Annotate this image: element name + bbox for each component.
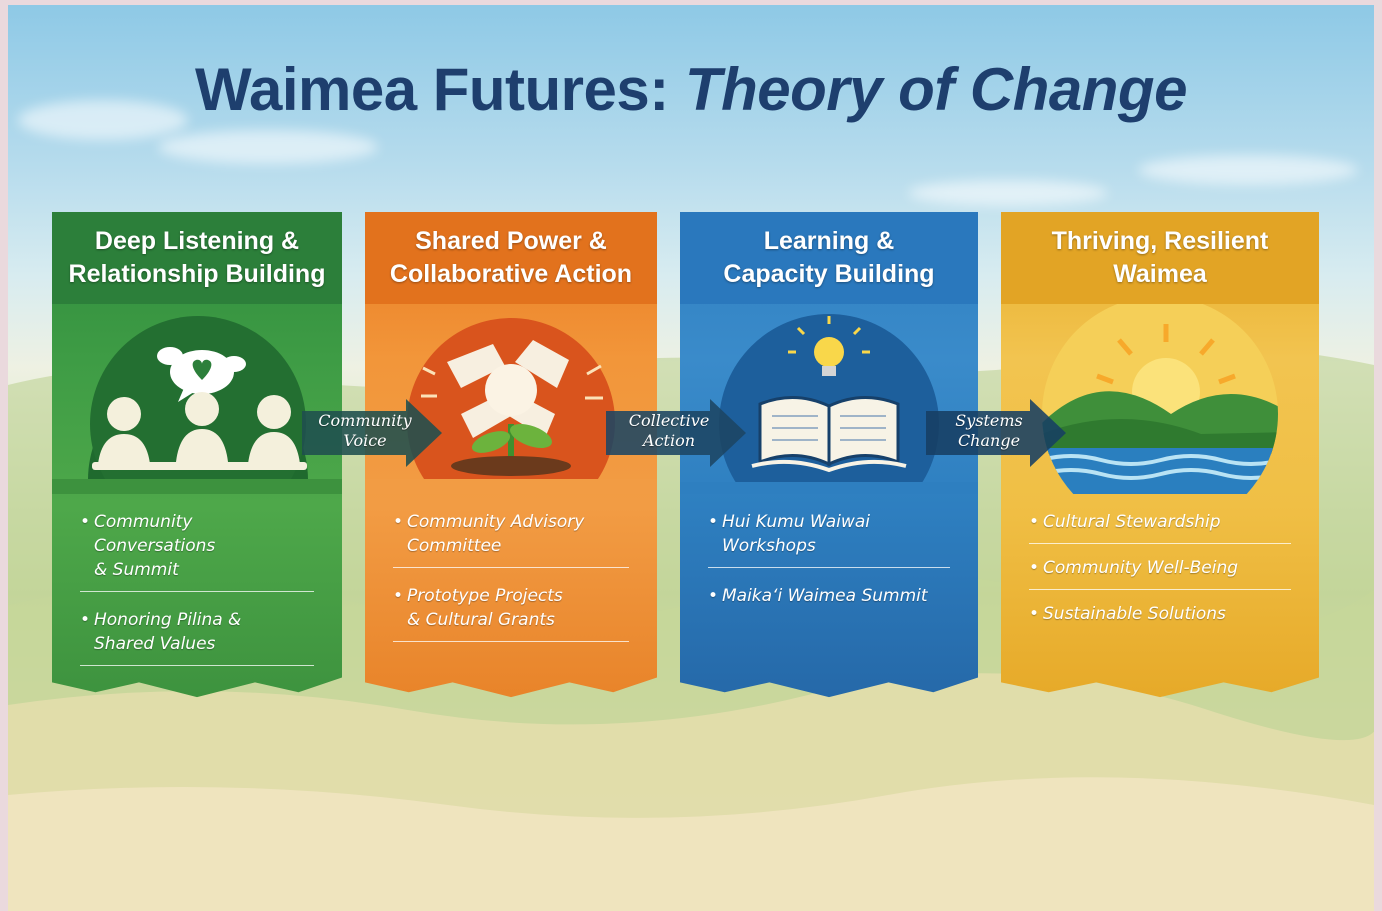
open-book-lightbulb-icon — [680, 314, 978, 494]
title-main: Waimea Futures: — [195, 56, 669, 123]
cloud — [1138, 155, 1358, 185]
stage-heading-line: Capacity Building — [723, 260, 935, 288]
title-sub: Theory of Change — [684, 56, 1188, 123]
list-item: Community Advisory Committee — [393, 510, 629, 568]
community-circle-icon — [52, 316, 342, 494]
stage-heading-line: Learning & — [763, 227, 895, 255]
item-text: Sustainable Solutions — [1043, 604, 1226, 624]
item-text: & Summit — [94, 560, 179, 580]
connector-text: Collective — [628, 411, 710, 430]
stage-heading: Shared Power & Collaborative Action — [365, 212, 657, 304]
list-item: Prototype Projects & Cultural Grants — [393, 584, 629, 642]
list-item: Hui Kumu Waiwai Workshops — [708, 510, 950, 568]
stage-heading-line: Thriving, Resilient — [1051, 227, 1269, 255]
diagram-canvas: Waimea Futures: Theory of Change Deep Li… — [8, 5, 1374, 911]
item-text: Cultural Stewardship — [1043, 512, 1221, 532]
item-text: Hui Kumu Waiwai Workshops — [722, 512, 870, 556]
connector-text: Community — [318, 411, 412, 430]
page-title: Waimea Futures: Theory of Change — [8, 55, 1374, 124]
stage-heading-line: Deep Listening & — [94, 227, 300, 255]
connector-text: Systems — [955, 411, 1023, 430]
stage-items: Hui Kumu Waiwai Workshops Maikaʻi Waimea… — [708, 510, 950, 633]
arrow-right-icon — [302, 399, 442, 467]
list-item: Sustainable Solutions — [1029, 602, 1291, 635]
connector-text: Change — [957, 431, 1021, 450]
item-text: Maikaʻi Waimea Summit — [722, 586, 928, 606]
arrow-right-icon — [926, 399, 1066, 467]
list-item: Honoring Pilina & Shared Values — [80, 608, 314, 666]
stage-heading: Deep Listening & Relationship Building — [52, 212, 342, 304]
item-text: Honoring Pilina & — [94, 610, 242, 630]
joined-hands-sprout-icon — [365, 318, 657, 494]
item-text: Community Conversations — [94, 512, 216, 556]
stage-heading-line: Shared Power & — [415, 227, 607, 255]
cloud — [18, 100, 188, 140]
item-text: Community Advisory Committee — [407, 512, 585, 556]
stage-heading-line: Relationship Building — [68, 260, 326, 288]
stage-heading-line: Waimea — [1113, 260, 1207, 288]
stage-panel-deep-listening: Deep Listening & Relationship Building Co… — [52, 212, 342, 698]
stage-heading-line: Collaborative Action — [389, 260, 633, 288]
item-text: & Cultural Grants — [407, 610, 555, 630]
stage-items: Cultural Stewardship Community Well-Bein… — [1029, 510, 1291, 651]
item-text: Shared Values — [94, 634, 216, 654]
list-item: Community Well-Being — [1029, 556, 1291, 590]
list-item: Cultural Stewardship — [1029, 510, 1291, 544]
stage-items: Community Conversations & Summit Honoring… — [80, 510, 314, 682]
list-item: Maikaʻi Waimea Summit — [708, 584, 950, 617]
connector-text: Action — [643, 431, 695, 450]
cloud — [908, 180, 1108, 206]
arrow-right-icon — [606, 399, 746, 467]
cloud — [158, 130, 378, 164]
connector-text: Voice — [343, 431, 387, 450]
sun-hills-water-icon — [1042, 304, 1278, 494]
item-text: Prototype Projects — [407, 586, 563, 606]
list-item: Community Conversations & Summit — [80, 510, 314, 592]
stage-items: Community Advisory Committee Prototype P… — [393, 510, 629, 658]
item-text: Community Well-Being — [1043, 558, 1239, 578]
stage-heading: Learning & Capacity Building — [680, 212, 978, 304]
